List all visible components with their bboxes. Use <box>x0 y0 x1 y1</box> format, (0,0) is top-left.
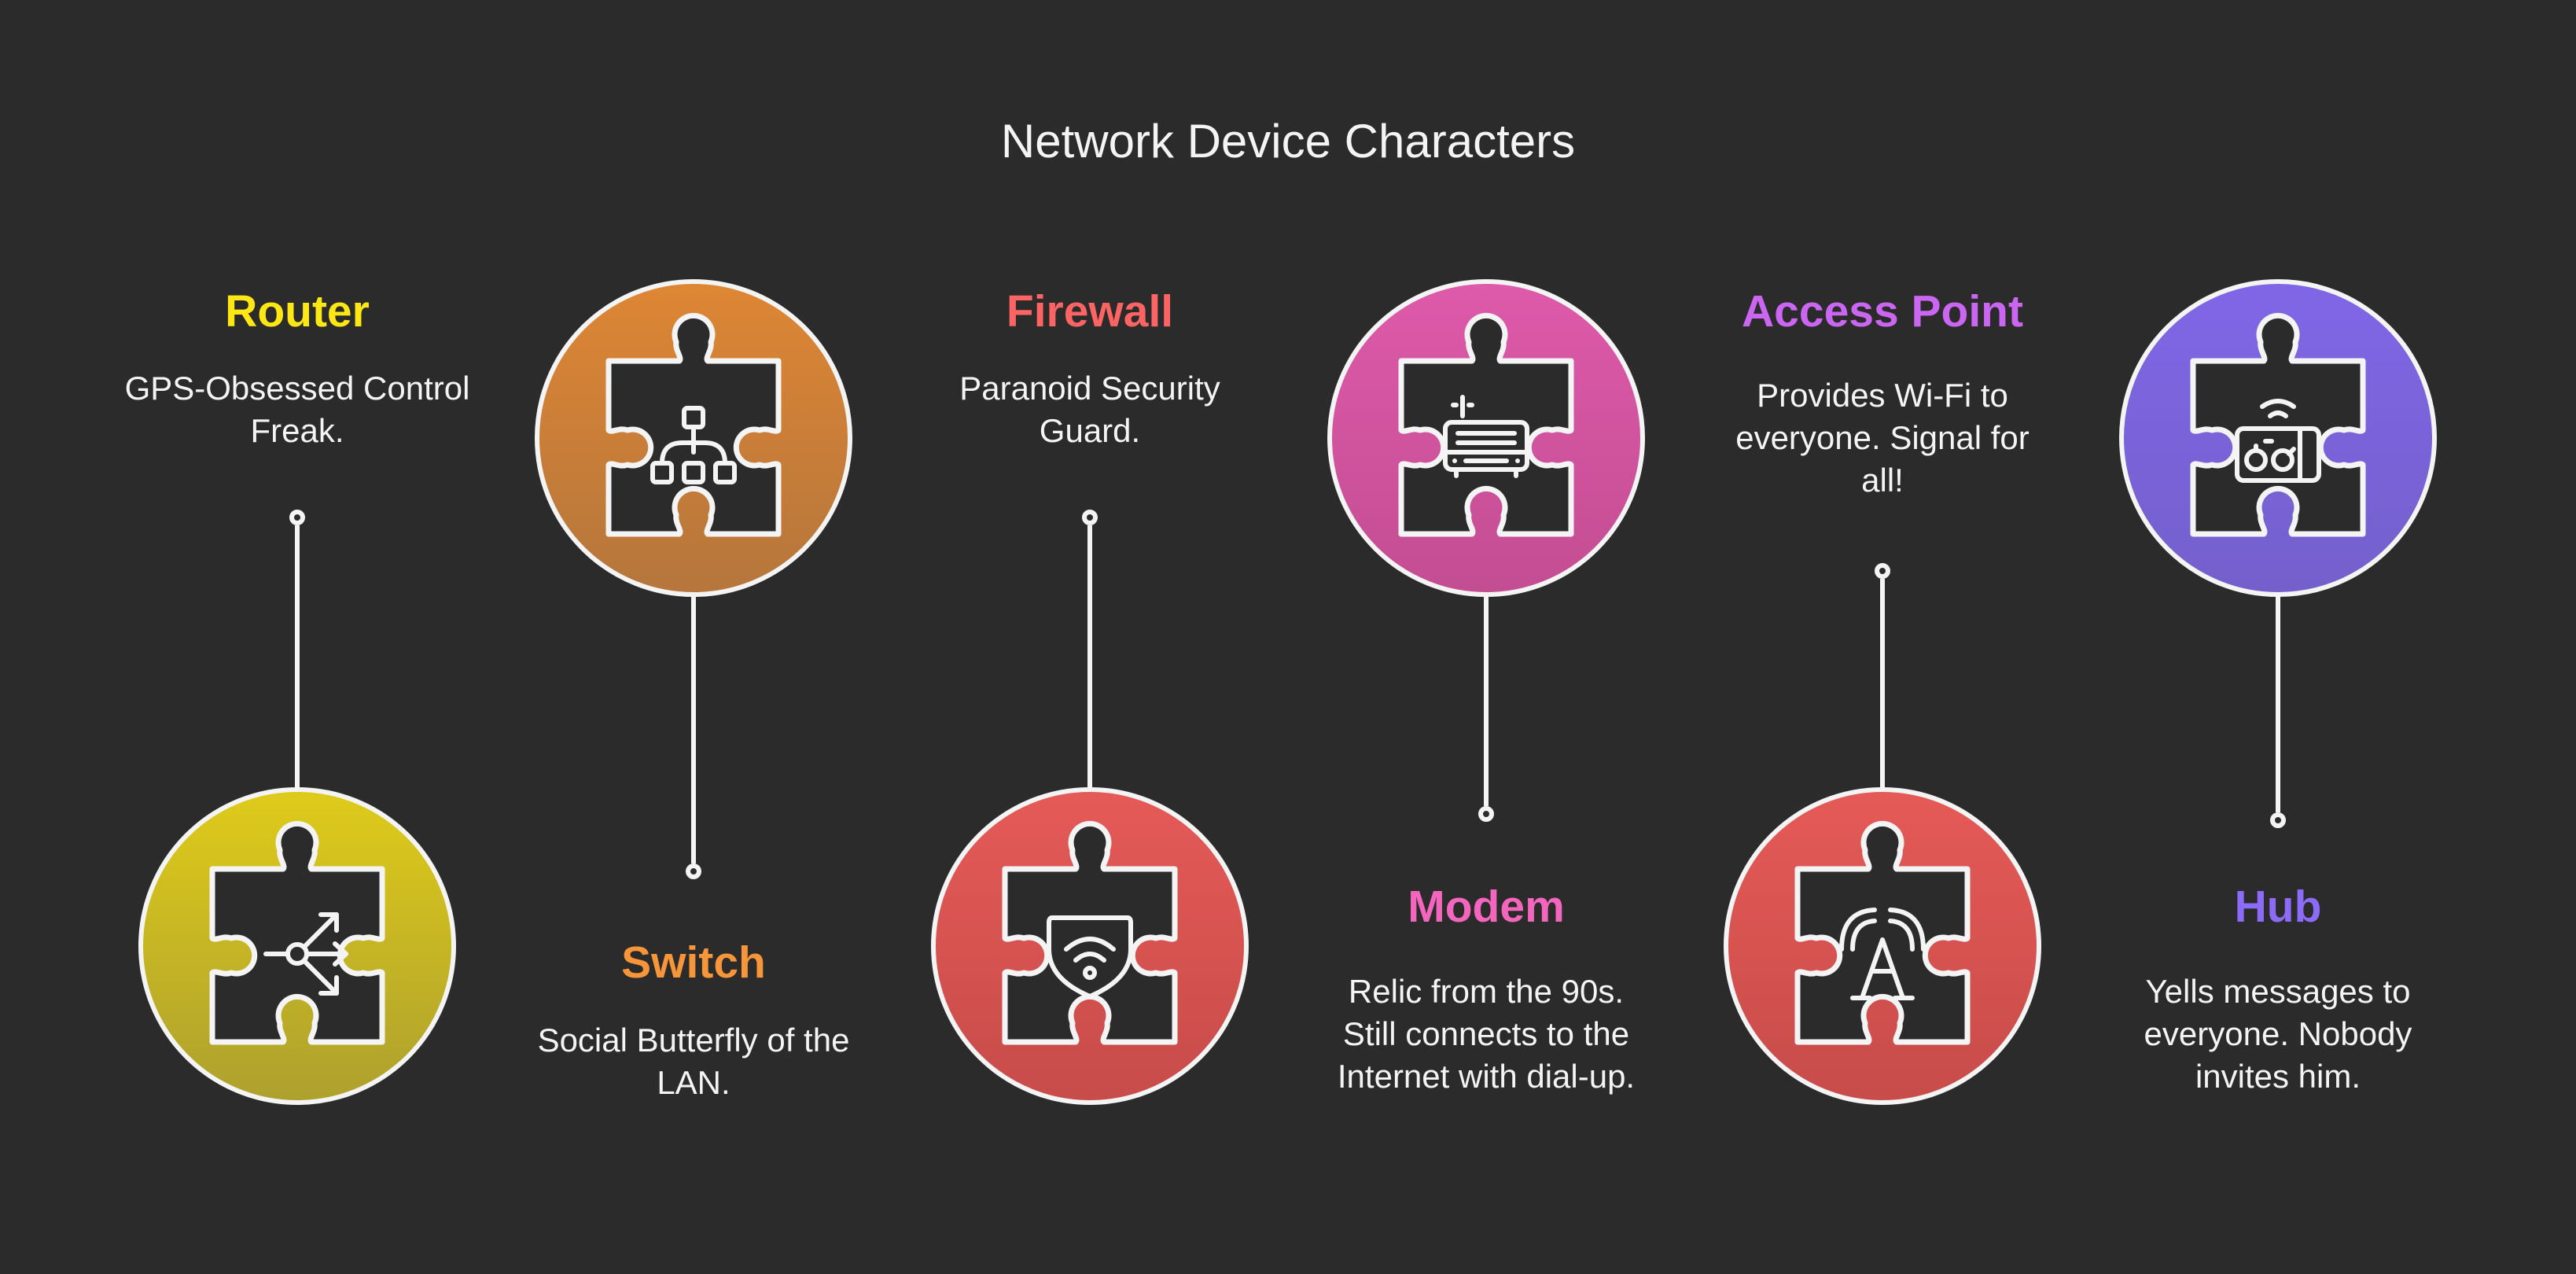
connector-dot <box>686 863 701 879</box>
puzzle-piece-icon <box>1794 820 1971 1045</box>
branching-arrows-icon <box>209 820 385 1045</box>
antenna-signal-icon <box>1794 820 1971 1045</box>
puzzle-piece-icon <box>209 820 385 1045</box>
hierarchy-network-icon <box>605 312 782 537</box>
description-line: LAN. <box>657 1064 730 1101</box>
description-line: Social Butterfly of the <box>538 1022 850 1059</box>
diagram-title: Network Device Characters <box>1001 115 1575 168</box>
radio-broadcast-icon <box>2190 312 2366 537</box>
connector-dot <box>1875 563 1890 579</box>
puzzle-piece-icon <box>2190 312 2366 537</box>
description-line: Paranoid Security <box>959 370 1220 407</box>
shield-wifi-icon <box>1002 820 1178 1045</box>
modem-device-icon <box>1398 312 1574 537</box>
description-line: all! <box>1861 462 1904 499</box>
description-line: Still connects to the <box>1343 1015 1629 1052</box>
device-name: Hub <box>2235 882 2322 932</box>
description-line: Yells messages to <box>2146 973 2411 1010</box>
device-name: Switch <box>621 937 766 988</box>
description-line: Relic from the 90s. <box>1349 973 1624 1010</box>
connector-dot <box>289 510 305 525</box>
device-description: Relic from the 90s. Still connects to the… <box>1338 973 1635 1095</box>
description-line: everyone. Nobody <box>2144 1015 2412 1052</box>
description-line: Provides Wi-Fi to <box>1757 377 2008 414</box>
description-line: GPS-Obsessed Control <box>125 370 470 407</box>
description-line: Guard. <box>1040 412 1140 449</box>
connector-dot <box>2270 812 2286 828</box>
connector-dot <box>1478 806 1494 822</box>
description-line: everyone. Signal for <box>1735 419 2030 456</box>
device-name: Firewall <box>1006 286 1173 337</box>
description-line: Freak. <box>250 412 344 449</box>
description-line: invites him. <box>2195 1058 2361 1095</box>
device-name: Router <box>225 286 370 337</box>
description-line: Internet with dial-up. <box>1338 1058 1635 1095</box>
device-description: Yells messages to everyone. Nobody invites… <box>2144 973 2412 1095</box>
device-name: Modem <box>1408 882 1565 932</box>
device-description: Provides Wi-Fi to everyone. Signal for all… <box>1735 377 2030 499</box>
puzzle-piece-icon <box>1002 820 1178 1045</box>
puzzle-piece-icon <box>1398 312 1574 537</box>
device-name: Access Point <box>1742 286 2023 337</box>
connector-dot <box>1082 510 1098 525</box>
